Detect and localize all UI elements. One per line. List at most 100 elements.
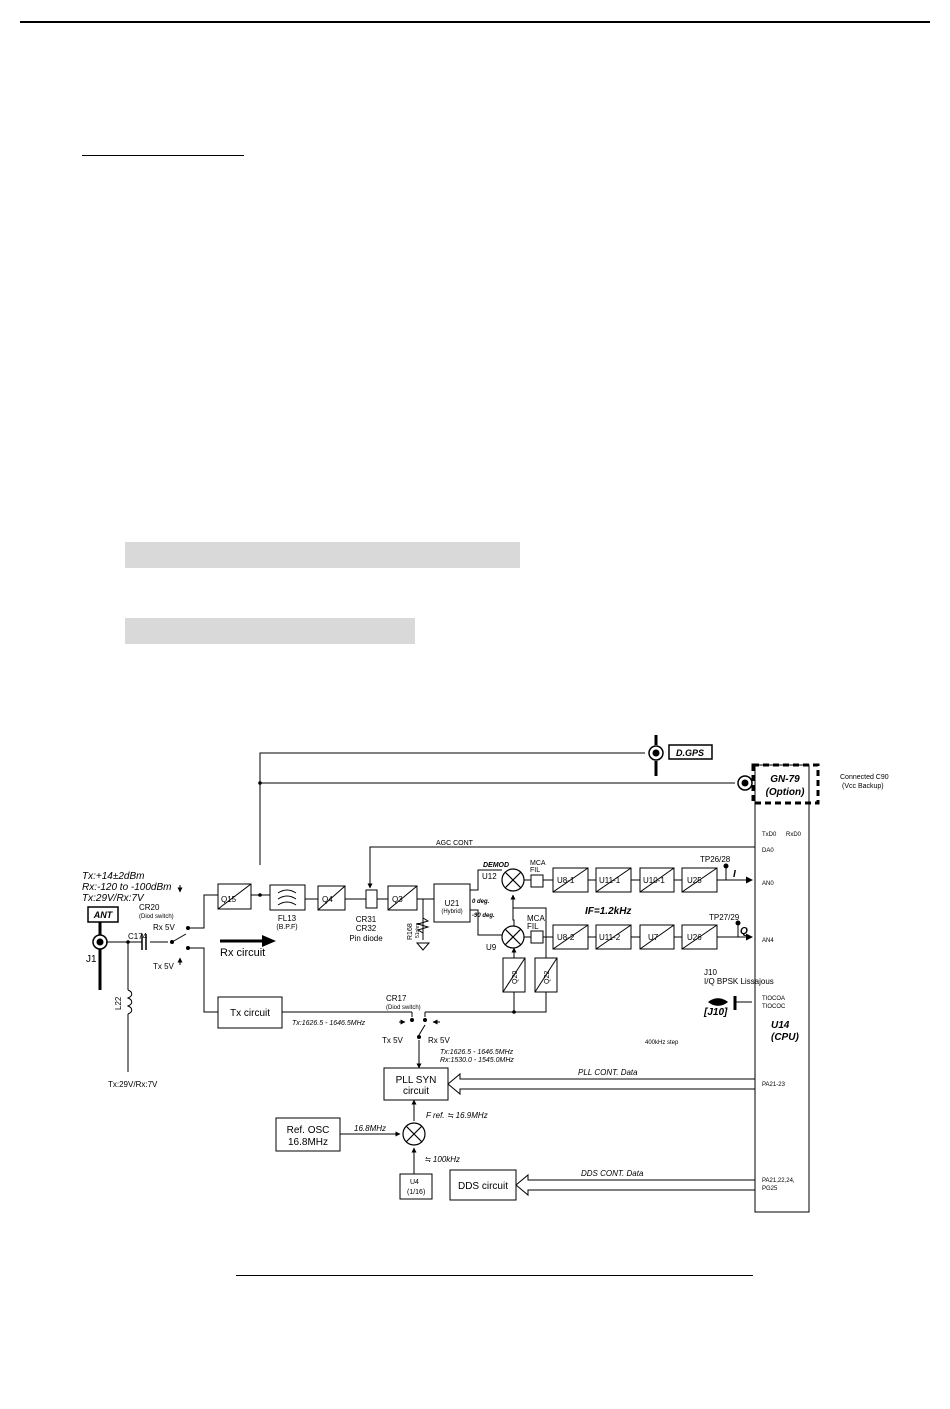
ant-label: ANT [93,910,114,920]
dds-box [449,1169,517,1201]
ref-osc-box [275,1117,341,1152]
cr17-tx5v: Tx 5V [382,1036,404,1045]
pll-freq-rx: Rx:1530.0 - 1545.0MHz [440,1057,514,1064]
ref-osc-label-1: Ref. OSC [287,1125,330,1136]
agc-label: AGC CONT [436,840,474,847]
demod-label: DEMOD [483,862,509,869]
cr20-note: (Diod switch) [139,914,174,920]
fl13-label: FL13 [278,914,297,923]
cpu-pa21-25-b: PG25 [762,1186,778,1192]
cpu-an4: AN4 [762,938,774,944]
u4-divider [399,1173,433,1200]
fref-label: F ref. ≒ 16.9MHz [426,1111,488,1120]
u14-cpu [754,764,810,1213]
dgps-label: D.GPS [676,748,704,758]
dgps-connector [648,735,664,776]
pll-freq-tx: Tx:1626.5 - 1646.5MHz [440,1049,514,1056]
cpu-rxd0: RxD0 [786,832,802,838]
dds-cont-label: DDS CONT. Data [581,1169,644,1178]
i-chain-3: U10-1 [643,876,665,885]
spec-line-3: Tx:29V/Rx:7V [82,893,145,904]
j1-connector [92,920,108,990]
j10-desc: I/Q BPSK Lissajous [704,977,774,986]
tx5v-label: Tx 5V [153,962,175,971]
pin-diode-label: Pin diode [349,934,383,943]
gn79-option: (Option) [766,787,806,798]
cpu-sub: (CPU) [771,1032,799,1043]
dds-label: DDS circuit [458,1181,508,1192]
tx-circuit-label: Tx circuit [230,1008,270,1019]
gn79-box [751,763,820,805]
ref-osc-label-2: 16.8MHz [288,1137,328,1148]
step-label: 400kHz step [645,1040,679,1046]
u21-hybrid [433,883,471,923]
supply-label: Tx:29V/Rx:7V [108,1080,158,1089]
u21-sub: (Hybrid) [441,909,462,915]
j10-probe [708,998,728,1006]
pll-cont-label: PLL CONT. Data [578,1068,638,1077]
deg90-label: -90 deg. [472,913,495,919]
section-underline [82,155,244,156]
redacted-bar-2 [125,618,415,644]
q15-label: Q15 [221,895,237,904]
i-chain-1: U8-1 [557,876,575,885]
caption-rule [236,1275,753,1276]
gn79-connector [737,775,753,791]
redacted-bar-1 [125,542,520,568]
gn79-label: GN-79 [770,774,800,785]
agc-line [367,846,755,889]
mca-q-2: FIL [527,922,539,931]
cr17-label: CR17 [386,994,407,1003]
dds-cont-arrow [515,1173,756,1197]
cpu-name: U14 [771,1020,790,1031]
q-chain-1: U8-2 [557,933,575,942]
f16-8-label: 16.8MHz [354,1124,386,1133]
u4-label-1: U4 [410,1179,419,1186]
cpu-da0: DA0 [762,848,774,854]
u21-label: U21 [445,899,460,908]
fl13-bpf [269,884,306,911]
tp-i-label: TP26/28 [700,855,731,864]
q22-label: Q22 [544,971,551,984]
pll-syn-label-1: PLL SYN [396,1075,437,1086]
cr31-pin-diode [365,889,378,909]
tx-circuit-box [217,996,283,1029]
connected-c90: Connected C90 [840,774,889,781]
q-output-label: Q [740,926,748,937]
cr32-label: CR32 [356,924,377,933]
cr17-rx5v: Rx 5V [428,1036,450,1045]
i-output-label: I [733,869,736,880]
mixer-u12 [501,868,525,892]
i-chain-2: U11-1 [599,876,621,885]
j10-bracket: [J10] [703,1007,728,1018]
mixer-ref [402,1122,426,1146]
fl13-sub: (B.P.F) [276,924,297,931]
spec-line-2: Rx:-120 to -100dBm [82,882,172,893]
mca-i-2: FIL [530,867,540,874]
dgps-box [668,744,713,760]
q4-label: Q4 [322,895,333,904]
mca-q-1: MCA [527,914,545,923]
pll-syn-label-2: circuit [403,1086,429,1097]
tx-freq-label: Tx:1626.5 - 1646.5MHz [292,1020,366,1027]
u4-label-2: (1/16) [407,1189,425,1196]
deg0-label: 0 deg. [472,899,490,905]
cpu-pa21-23: PA21-23 [762,1082,786,1088]
l22-label: L22 [114,996,123,1010]
q-chain-4: U26 [687,933,702,942]
tp-q-label: TP27/29 [709,913,740,922]
cr31-label: CR31 [356,915,377,924]
ant-box [87,906,119,923]
cpu-an0: AN0 [762,881,774,887]
dgps-line [259,752,645,865]
r168-label: R168 [407,923,414,940]
q20-label: Q20 [512,971,519,984]
j10-label: J10 [704,968,717,977]
cpu-pa21-25-a: PA21,22,24, [762,1178,795,1184]
header-rule [20,21,930,23]
spec-line-1: Tx:+14±2dBm [82,871,144,882]
pll-cont-arrow [447,1072,756,1096]
c174-label: C174 [128,932,148,941]
mca-fil-i [530,874,544,888]
